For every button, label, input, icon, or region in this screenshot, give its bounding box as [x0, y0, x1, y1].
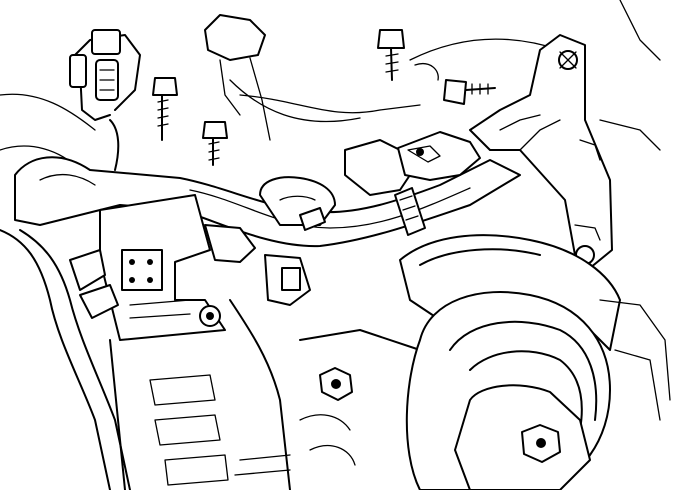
- right-support-bracket: [469, 34, 613, 269]
- engine-mount-insulator: [399, 234, 671, 490]
- wiring-harness: [0, 229, 131, 490]
- hose-clamp: [394, 187, 426, 236]
- cooling-hose: [14, 131, 521, 248]
- center-neck: [259, 176, 336, 231]
- left-mounting-bracket: [99, 194, 311, 341]
- top-center-bolts: [152, 14, 496, 166]
- upper-left-connectors: [69, 29, 141, 171]
